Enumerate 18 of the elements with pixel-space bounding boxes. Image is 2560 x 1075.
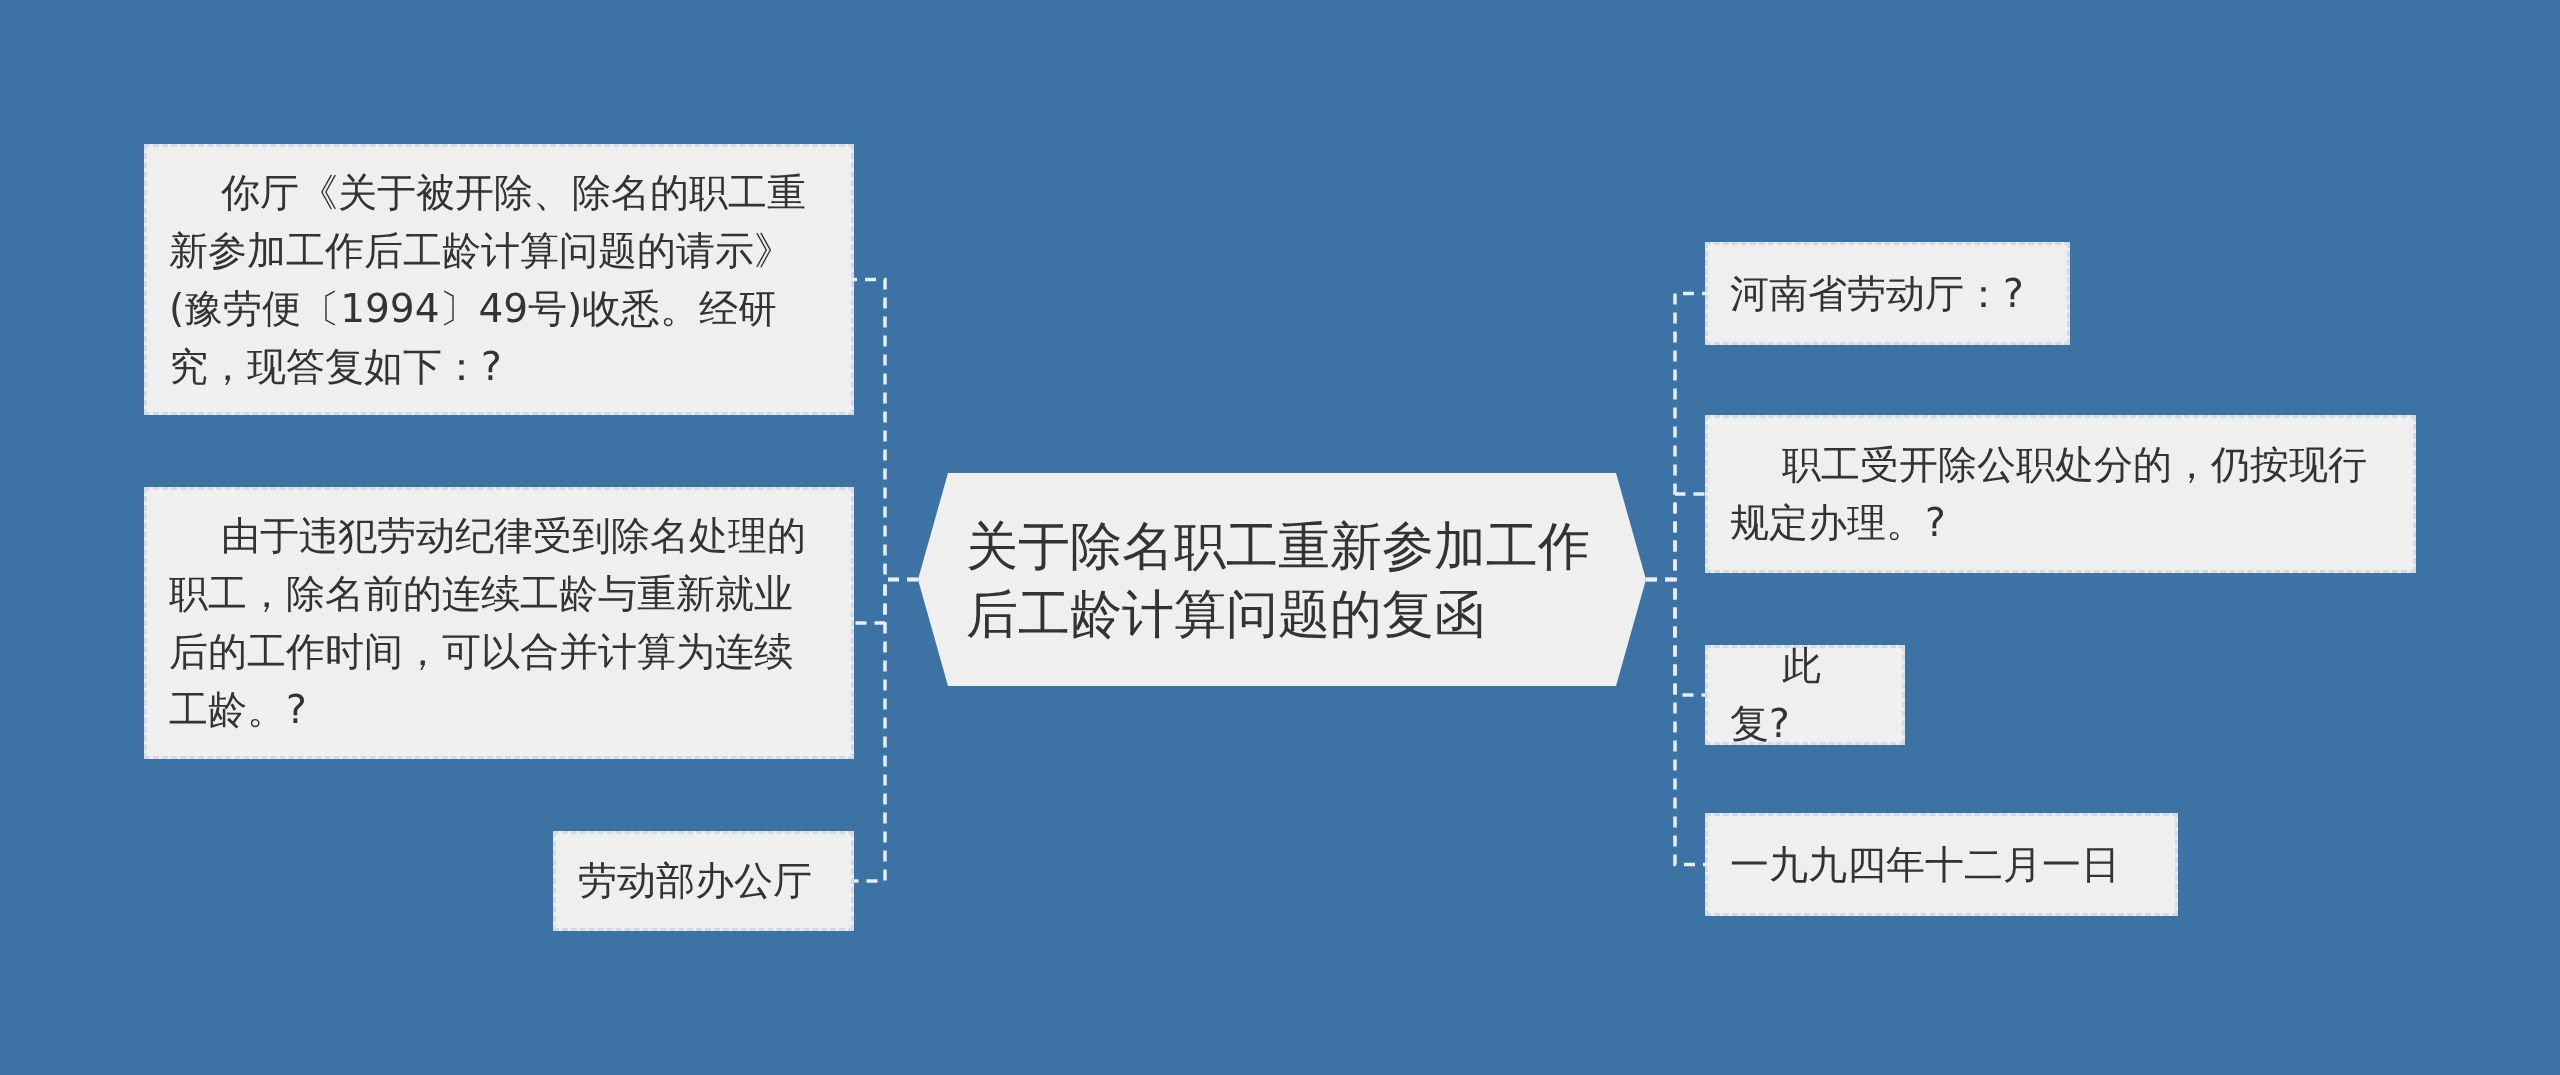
note-text: 河南省劳动厅：? bbox=[1730, 269, 2025, 318]
text-box bbox=[1705, 813, 2178, 916]
note-text: 劳动部办公厅 bbox=[578, 857, 813, 905]
text-box bbox=[553, 831, 854, 931]
note-text: 一九九四年十二月一日 bbox=[1730, 840, 2121, 889]
topic-hexagon bbox=[918, 473, 1646, 686]
text-box bbox=[1705, 242, 2070, 345]
text-box bbox=[144, 144, 854, 415]
topic-text: 关于除名职工重新参加工作后工龄计算问题的复函 bbox=[965, 514, 1591, 646]
text-box bbox=[144, 487, 854, 759]
text-box bbox=[1705, 415, 2416, 573]
note-text: 你厅《关于被开除、除名的职工重新参加工作后工龄计算问题的请示》(豫劳便〔1994〕49号)收悉。经研究，现答复如下：? bbox=[169, 168, 807, 391]
note-text: 此复? bbox=[1730, 642, 1822, 748]
connector-line bbox=[854, 577, 918, 883]
text-box bbox=[1705, 645, 1905, 745]
note-text: 由于违犯劳动纪律受到除名处理的职工，除名前的连续工龄与重新就业后的工作时间，可以合并计算为连续工龄。? bbox=[169, 512, 807, 734]
note-text: 职工受开除公职处分的，仍按现行规定办理。? bbox=[1730, 441, 2368, 547]
connector-line bbox=[1646, 577, 1705, 867]
